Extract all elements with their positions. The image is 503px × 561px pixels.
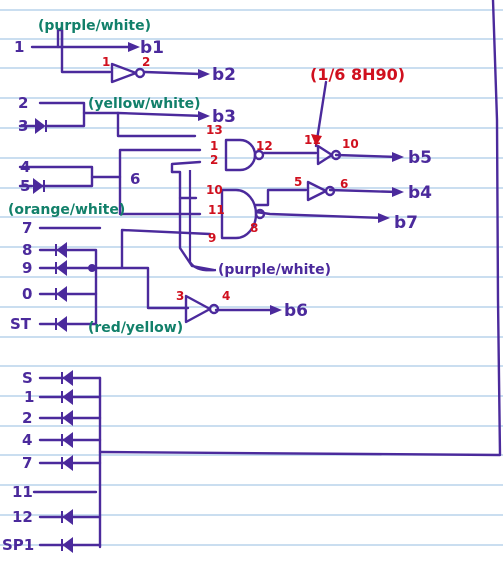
bottom-label-1: 1: [24, 388, 34, 406]
arrow-b6: [270, 305, 282, 315]
bottom-label-12: 12: [12, 508, 33, 526]
label-orange-white: (orange/white): [8, 202, 125, 218]
pin-inv4-in: 3: [176, 289, 184, 303]
arrowheads: [128, 42, 404, 315]
paper-lines: [0, 9, 503, 546]
output-b6: b6: [284, 301, 308, 321]
output-b7: b7: [394, 213, 418, 233]
pin-nand2-c: 9: [208, 231, 216, 245]
arrow-b7: [378, 213, 390, 223]
inverter-2: [316, 144, 342, 166]
diodes: [33, 118, 96, 553]
diode-3: [35, 118, 47, 134]
arrow-b5: [392, 152, 404, 162]
input-label-0: 0: [22, 285, 32, 303]
diode-b-1: [61, 389, 73, 405]
bottom-label-2: 2: [22, 409, 32, 427]
diode-b-4: [61, 432, 73, 448]
pin-inv2-in: 11: [304, 133, 321, 147]
input-label-8: 8: [22, 241, 32, 259]
arrow-b1: [128, 42, 140, 52]
input-label-7: 7: [22, 219, 32, 237]
diode-b-12: [61, 509, 73, 525]
label-red-yellow: (red/yellow): [88, 320, 183, 336]
arrow-chip-note: [311, 134, 322, 146]
bottom-label-4: 4: [22, 431, 32, 449]
nand-gate-1: [224, 138, 265, 172]
label-purple-white-top: (purple/white): [38, 18, 151, 34]
arrow-b4: [392, 187, 404, 197]
diode-b-2: [61, 410, 73, 426]
output-b1: b1: [140, 38, 164, 58]
diode-b-s: [61, 370, 73, 386]
junction-dot: [88, 264, 96, 272]
pin-inv3-in: 5: [294, 175, 302, 189]
pin-nand2-b: 11: [208, 203, 225, 217]
label-purple-white-mid: (purple/white): [218, 262, 331, 278]
pin-nand1-a: 13: [206, 123, 223, 137]
diode-0: [55, 286, 67, 302]
inverter-1: [110, 62, 146, 84]
arrow-b3: [198, 111, 210, 121]
arrow-b2: [198, 69, 210, 79]
output-b4: b4: [408, 183, 432, 203]
pin-nand1-out: 12: [256, 139, 273, 153]
input-label-4: 4: [20, 158, 30, 176]
input-label-1: 1: [14, 38, 24, 56]
input-label-st: ST: [10, 315, 32, 333]
pin-inv4-out: 4: [222, 289, 230, 303]
purple-white-wire: [188, 170, 217, 272]
node-label-6: 6: [130, 170, 140, 188]
pin-inv3-out: 6: [340, 177, 348, 191]
diode-st: [55, 316, 67, 332]
nand-gate-2: [220, 188, 266, 240]
bottom-label-sp1: SP1: [2, 536, 34, 554]
input-label-2: 2: [18, 94, 28, 112]
pin-nand1-c: 2: [210, 153, 218, 167]
wire-annotations: (purple/white) (yellow/white) (orange/wh…: [8, 18, 201, 336]
label-yellow-white: (yellow/white): [88, 96, 201, 112]
logic-gates: [110, 62, 342, 324]
chip-note: (1/6 8H90): [310, 65, 405, 84]
diode-5: [33, 178, 45, 194]
input-label-9: 9: [22, 259, 32, 277]
input-labels: 1 2 3 4 5 7 8 9 0 ST: [10, 38, 32, 333]
pin-inv2-out: 10: [342, 137, 359, 151]
diode-b-sp1: [61, 537, 73, 553]
inverter-3: [306, 180, 336, 202]
pin-nand1-b: 1: [210, 139, 218, 153]
diode-8: [55, 242, 67, 258]
output-b2: b2: [212, 65, 236, 85]
pin-inv1-in: 1: [102, 55, 110, 69]
bottom-label-7: 7: [22, 454, 32, 472]
pin-inv1-out: 2: [142, 55, 150, 69]
output-b5: b5: [408, 148, 432, 168]
bottom-label-s: S: [22, 369, 33, 387]
diode-b-7: [61, 455, 73, 471]
inverter-4: [184, 294, 220, 324]
output-b3: b3: [212, 107, 236, 127]
pin-numbers: 1 2 13 1 2 12 11 10 5 6 10 11 9 8 3 4: [102, 55, 359, 303]
bottom-label-11: 11: [12, 483, 33, 501]
input-label-5: 5: [20, 177, 30, 195]
pin-nand2-a: 10: [206, 183, 223, 197]
bottom-input-labels: S 1 2 4 7 11 12 SP1: [2, 369, 34, 554]
output-labels: b1 b2 b3 b5 b4 b7 b6: [140, 38, 432, 321]
input-label-3: 3: [18, 117, 28, 135]
diode-9: [55, 260, 67, 276]
pin-nand2-out: 8: [250, 221, 258, 235]
